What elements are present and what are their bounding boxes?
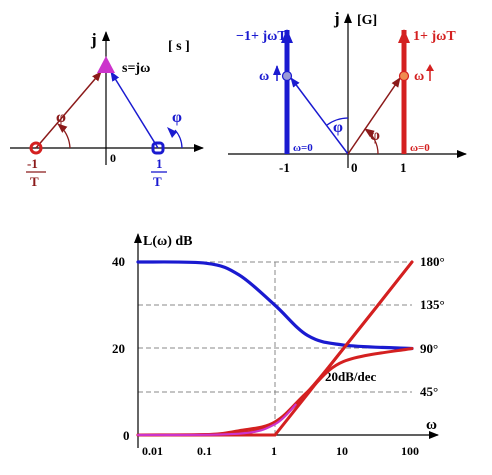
slope-label: 20dB/dec — [325, 369, 377, 384]
x-tick-1: 1 — [271, 444, 277, 458]
y-tick-20: 20 — [112, 341, 125, 356]
y-tick-0: 0 — [123, 428, 130, 443]
x-tick-100: 100 — [401, 444, 419, 458]
bode-curves — [136, 260, 414, 437]
blue-curve — [136, 260, 414, 351]
bode-plot: L(ω) dB ω 40 20 0 180° 135° 90° 45° 0.01… — [112, 233, 445, 458]
phase-tick-180: 180° — [420, 254, 445, 269]
left-point-marker — [281, 70, 293, 82]
bode-y-label: L(ω) dB — [143, 234, 193, 249]
s-point-marker — [97, 56, 115, 73]
g-tick-neg: -1 — [279, 160, 290, 175]
g-plane: j [G] −1+ jωT 1+ jωT ω ω ω=0 ω=0 φ φ -1 … — [228, 9, 467, 175]
right-vec-label: 1+ jωT — [413, 29, 456, 44]
omega-left-label: ω — [259, 69, 269, 84]
zero-vector — [35, 71, 102, 149]
zero-den: T — [30, 174, 39, 189]
g-top-angle-arc — [326, 117, 349, 126]
pole-vector — [110, 71, 159, 149]
zero-marker — [29, 141, 43, 155]
phase-tick-45: 45° — [420, 384, 438, 399]
s-plane-label: [ s ] — [168, 39, 190, 54]
g-plane-label: [G] — [357, 13, 377, 28]
right-phasor — [347, 77, 401, 155]
bode-x-label: ω — [426, 417, 437, 433]
y-tick-40: 40 — [112, 254, 125, 269]
left-vec-label: −1+ jωT — [236, 29, 287, 44]
s-plane: j [ s ] s=jω φ φ 0 -1 T 1 T — [10, 30, 204, 189]
g-j-label: j — [333, 9, 340, 28]
s-phi-right: φ — [172, 109, 182, 126]
pole-num: 1 — [156, 156, 163, 171]
pole-den: T — [153, 174, 162, 189]
phase-tick-135: 135° — [420, 297, 445, 312]
pole-marker — [151, 141, 165, 155]
s-origin-label: 0 — [110, 151, 116, 165]
phase-tick-90: 90° — [420, 341, 438, 356]
pole-angle-arc — [174, 129, 183, 149]
x-tick-0.1: 0.1 — [197, 444, 212, 458]
zero-angle-arc — [57, 123, 71, 149]
omega-right-label: ω — [414, 69, 424, 84]
omega-right-arrowhead — [426, 64, 434, 71]
g-phi-right: φ — [370, 127, 380, 144]
g-phi-top: φ — [333, 119, 343, 136]
omega0-left: ω=0 — [293, 142, 313, 154]
pole-angle-arrow — [167, 127, 177, 138]
x-tick-0.01: 0.01 — [142, 444, 163, 458]
zero-num: -1 — [27, 156, 38, 171]
g-right-angle-arc — [364, 128, 379, 155]
g-tick-pos: 1 — [400, 160, 407, 175]
omega0-right: ω=0 — [410, 142, 430, 154]
left-phasor — [290, 77, 349, 155]
magenta-curve — [136, 403, 297, 437]
s-j-label: j — [90, 30, 97, 49]
g-origin-label: 0 — [351, 160, 358, 175]
s-phi-left: φ — [56, 109, 66, 126]
s-point-label: s=jω — [122, 61, 150, 76]
x-tick-10: 10 — [336, 444, 348, 458]
right-point-marker — [398, 70, 410, 82]
